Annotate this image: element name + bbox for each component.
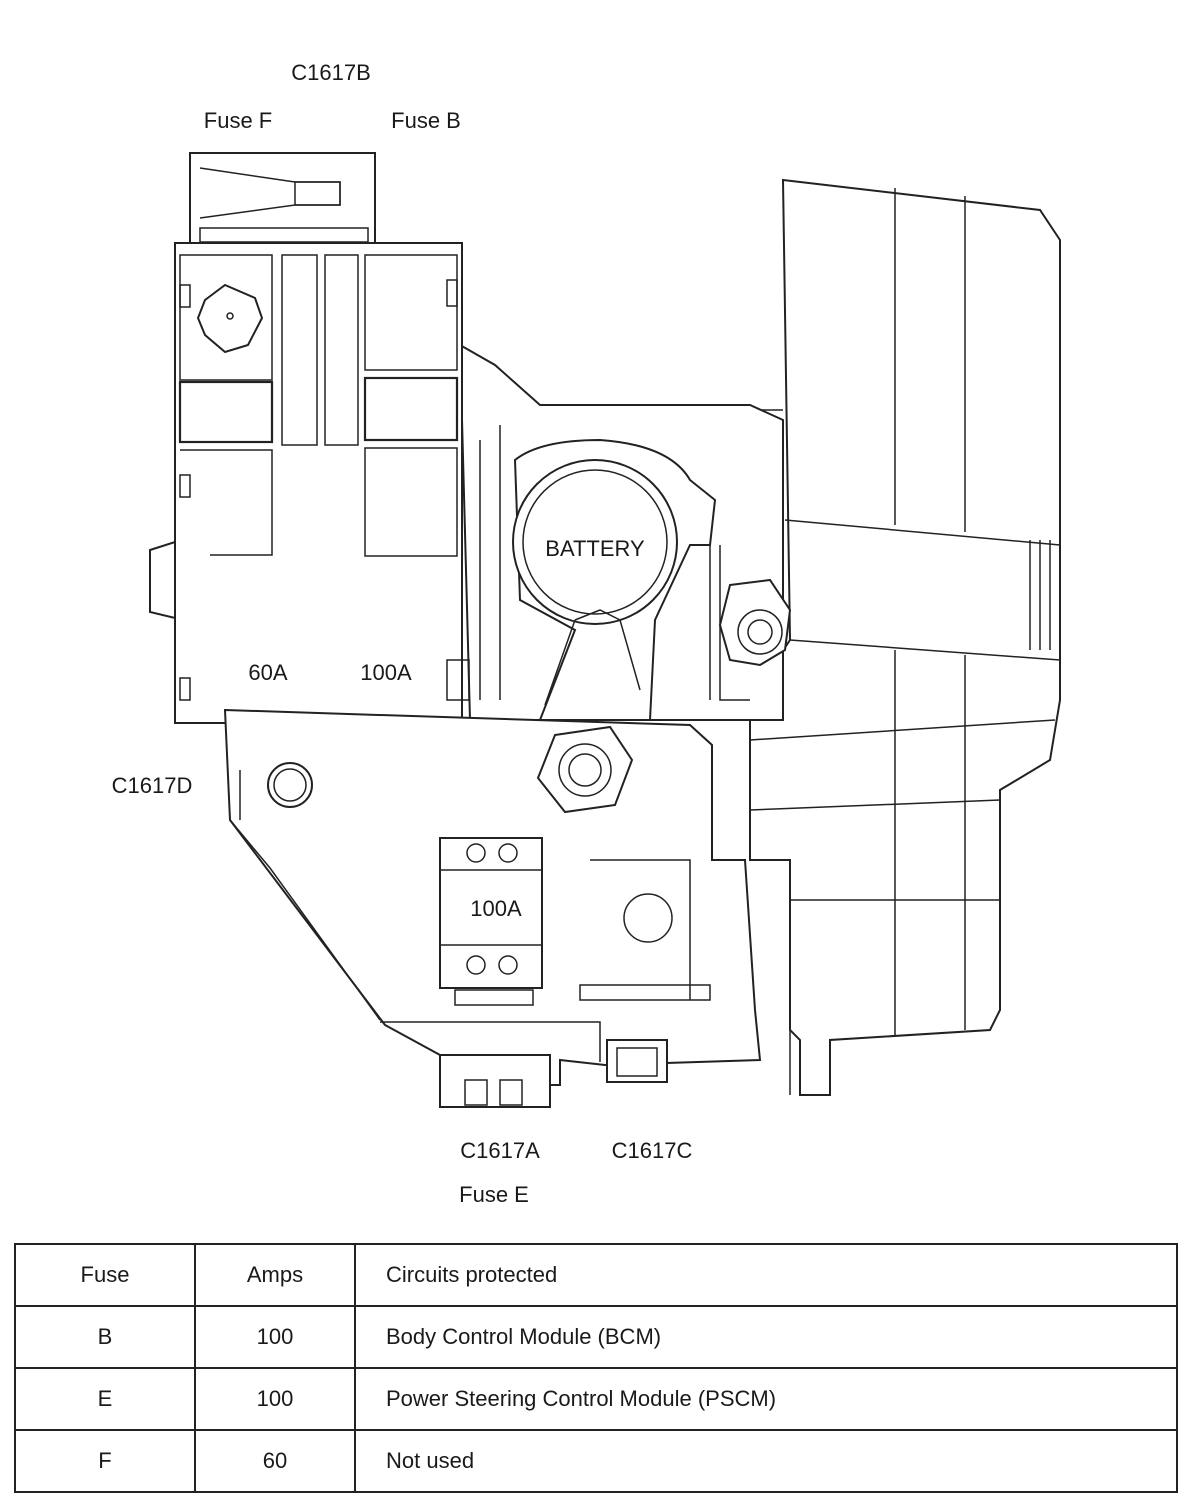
label-100a-fuse-e: 100A (470, 896, 522, 921)
connector-c1617c (606, 1039, 668, 1083)
label-fuse-e: Fuse E (459, 1182, 529, 1207)
cell-amps: 60 (194, 1429, 356, 1493)
table-row: F 60 Not used (14, 1429, 1178, 1493)
center-hex-nut (536, 725, 634, 814)
cell-amps: 100 (194, 1367, 356, 1431)
label-fuse-b: Fuse B (391, 108, 461, 133)
left-fuse-block (149, 242, 470, 724)
table-row: B 100 Body Control Module (BCM) (14, 1305, 1178, 1369)
label-battery: BATTERY (545, 536, 645, 561)
table-row: E 100 Power Steering Control Module (PSC… (14, 1367, 1178, 1431)
right-hex-nut (718, 578, 792, 667)
header-circuits: Circuits protected (354, 1243, 1178, 1307)
label-fuse-f: Fuse F (204, 108, 272, 133)
label-c1617a: C1617A (460, 1138, 540, 1163)
cell-fuse: F (14, 1429, 196, 1493)
label-c1617c: C1617C (612, 1138, 693, 1163)
connector-c1617a (439, 1054, 551, 1108)
cell-fuse: E (14, 1367, 196, 1431)
label-100a-top: 100A (360, 660, 412, 685)
fuse-box-diagram: C1617B Fuse F Fuse B BATTERY 60A 100A C1… (112, 60, 1061, 1207)
cell-circuits: Not used (354, 1429, 1178, 1493)
label-c1617b: C1617B (291, 60, 371, 85)
fuse-e-block (439, 837, 543, 1006)
cell-amps: 100 (194, 1305, 356, 1369)
fuse-box-drawing: C1617B Fuse F Fuse B BATTERY 60A 100A C1… (112, 60, 1061, 1207)
header-fuse: Fuse (14, 1243, 196, 1307)
fuse-table: Fuse Amps Circuits protected B 100 Body … (14, 1243, 1178, 1493)
cell-circuits: Power Steering Control Module (PSCM) (354, 1367, 1178, 1431)
cell-circuits: Body Control Module (BCM) (354, 1305, 1178, 1369)
top-connector-c1617b (189, 152, 376, 246)
battery-terminal (512, 438, 717, 721)
label-c1617d: C1617D (112, 773, 193, 798)
label-60a: 60A (248, 660, 287, 685)
right-housing (749, 178, 1061, 1096)
cell-fuse: B (14, 1305, 196, 1369)
table-header-row: Fuse Amps Circuits protected (14, 1243, 1178, 1307)
header-amps: Amps (194, 1243, 356, 1307)
